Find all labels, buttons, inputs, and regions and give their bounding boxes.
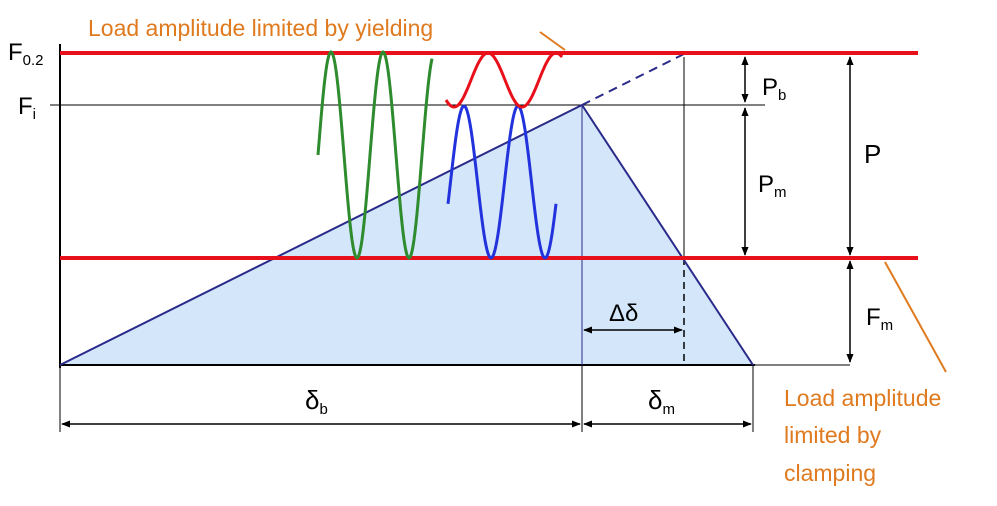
label-fm: Fm xyxy=(866,304,893,334)
blue-load-wave xyxy=(446,104,558,260)
clamp-stiffness-line xyxy=(581,104,754,366)
clamp-note-line-2: limited by xyxy=(784,422,882,448)
label-delta-m: δm xyxy=(648,385,675,418)
yield-note-leader xyxy=(539,31,566,51)
yield-note: Load amplitude limited by yielding xyxy=(88,15,433,41)
clamp-note-line-1: Load amplitude xyxy=(784,385,941,411)
label-pb: Pb xyxy=(762,74,786,104)
label-pm: Pm xyxy=(758,171,787,201)
label-delta-delta: Δδ xyxy=(609,300,638,327)
label-fi: Fi xyxy=(18,93,36,123)
bolt-stiffness-extension xyxy=(581,53,685,106)
clamp-note-leader xyxy=(884,261,947,373)
clamp-note-line-3: clamping xyxy=(784,460,876,486)
red-load-wave xyxy=(444,51,564,109)
green-load-wave xyxy=(316,50,434,260)
label-delta-b: δb xyxy=(305,385,328,418)
bolt-stiffness-line xyxy=(59,104,583,366)
joint-diagram-area xyxy=(60,105,753,365)
label-p: P xyxy=(864,139,881,169)
label-f02: F0.2 xyxy=(8,39,44,69)
